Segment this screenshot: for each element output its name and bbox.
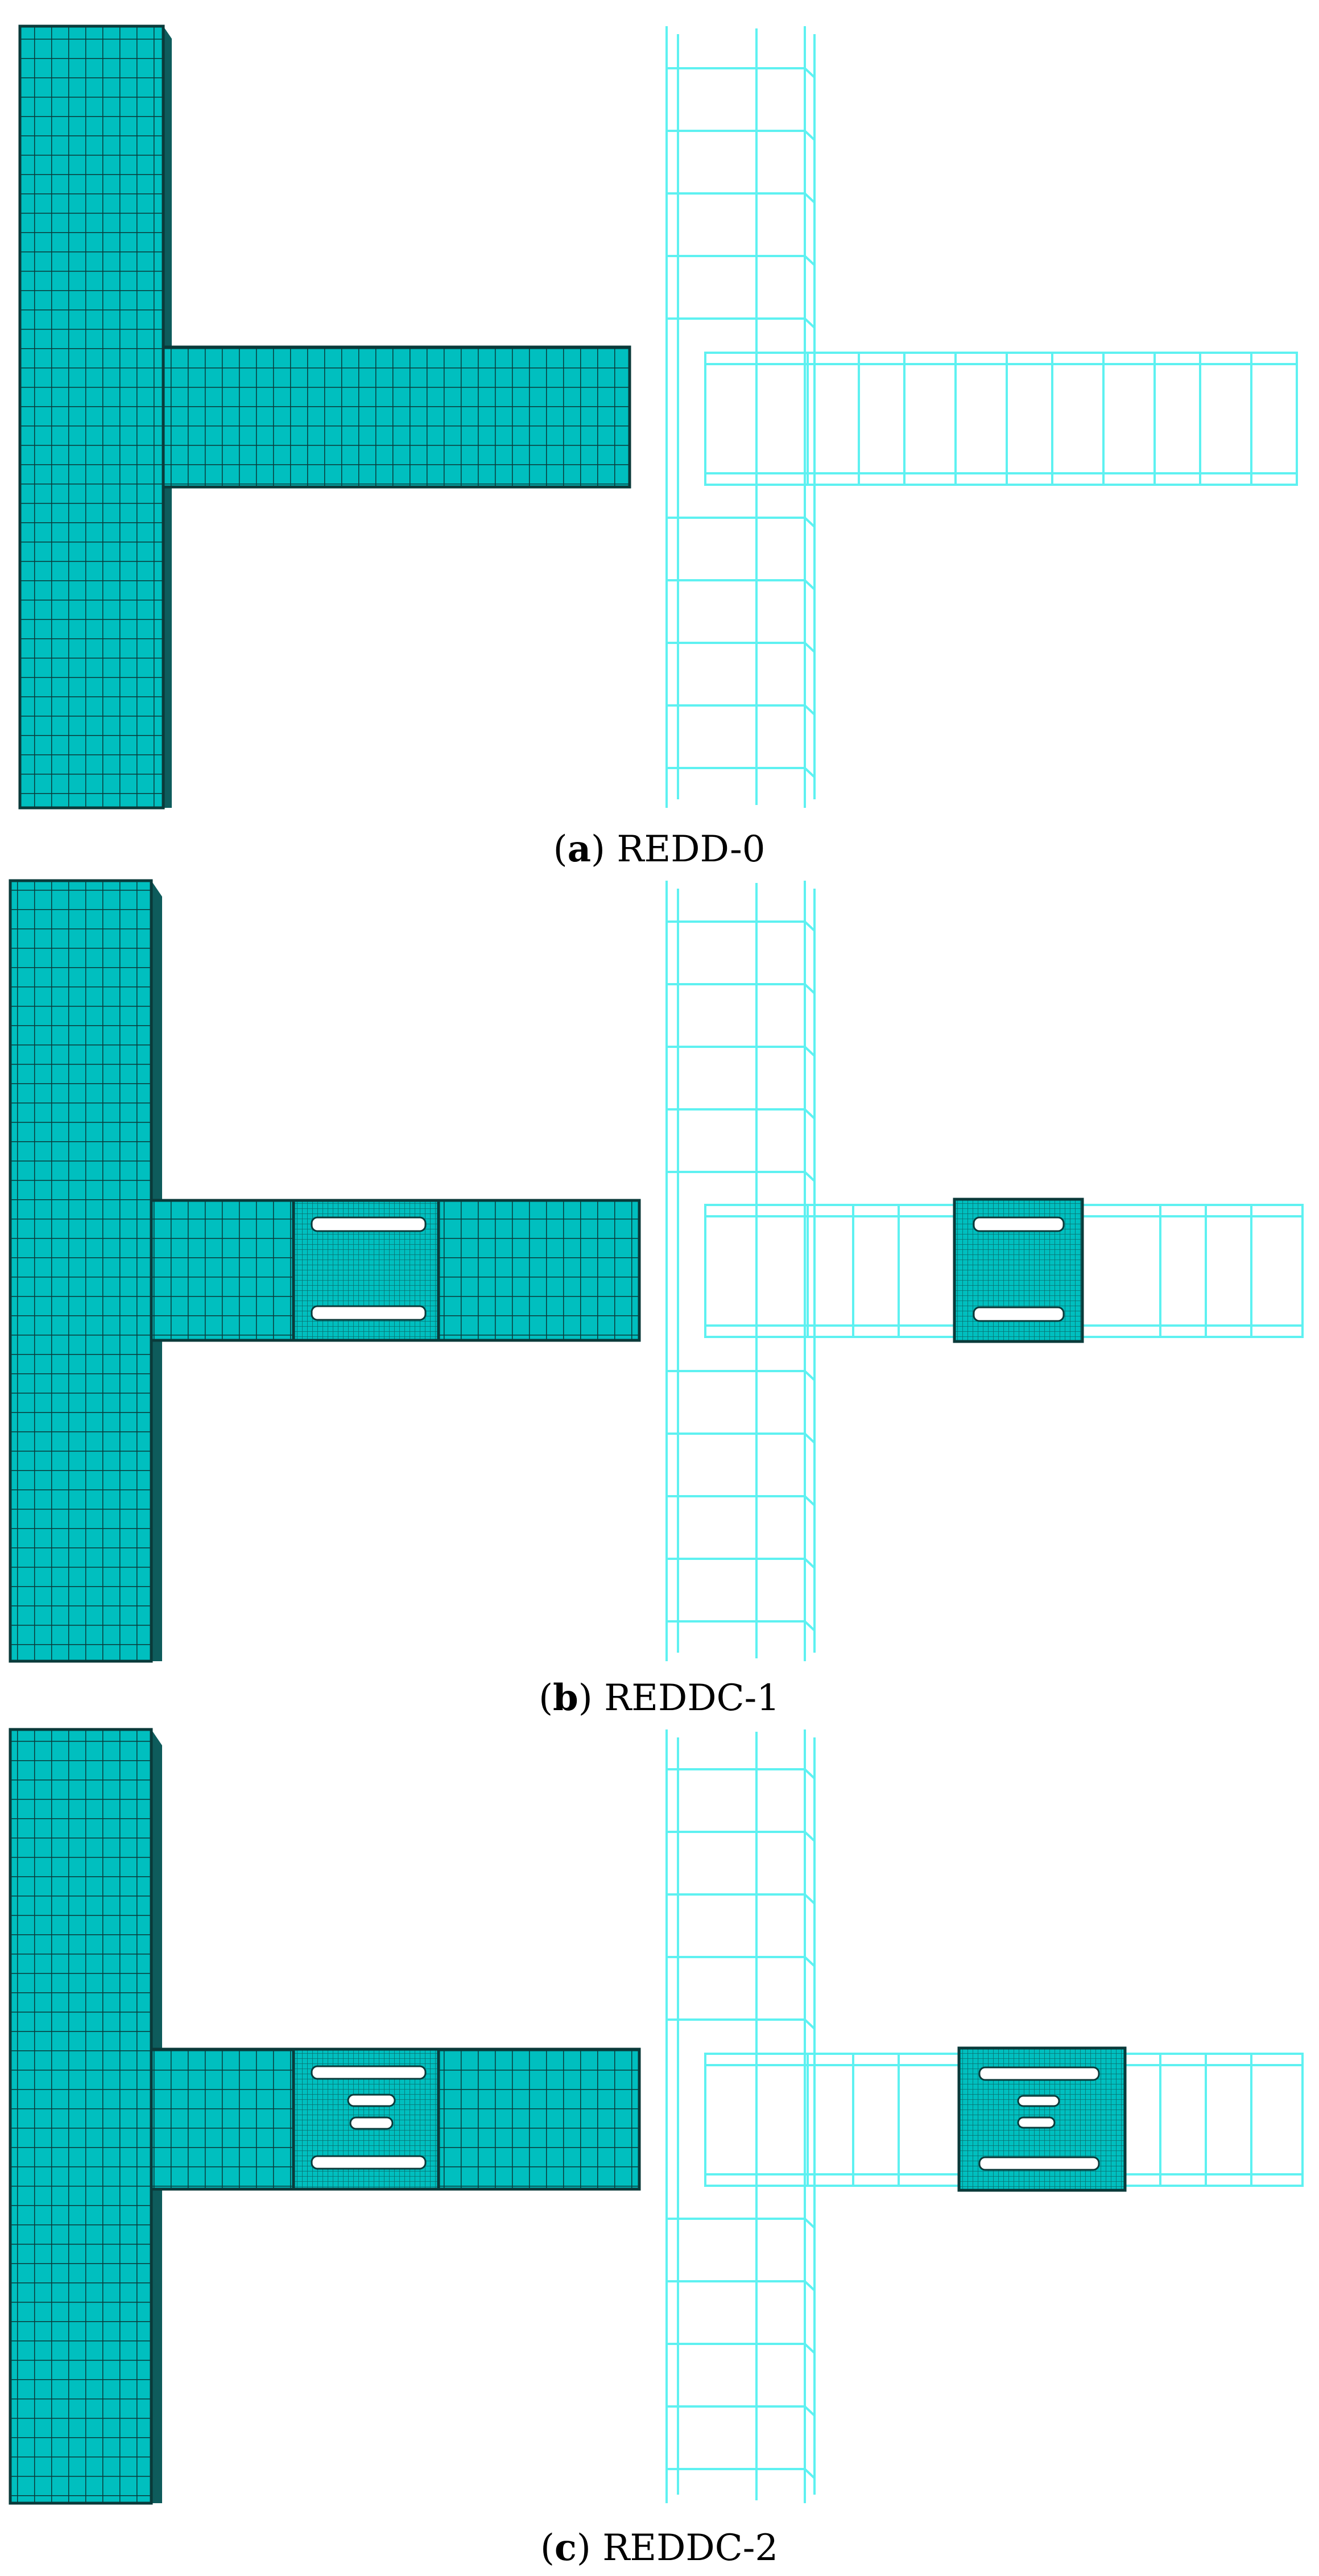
- damper-slot: [311, 2065, 427, 2080]
- damper-slot: [311, 2155, 427, 2170]
- panel-a: (a) REDD-0: [18, 24, 1298, 870]
- solid-mesh-model-c: [9, 1728, 641, 2505]
- damper-slot: [311, 1305, 427, 1321]
- damper-slot: [978, 2066, 1100, 2081]
- column-cage: [665, 26, 816, 808]
- damper-slot: [978, 2156, 1100, 2171]
- column-mesh: [9, 1728, 153, 2505]
- damper-slot: [347, 2094, 396, 2107]
- damper-slot: [1017, 2095, 1060, 2107]
- damper-c-cage-view: [957, 2046, 1127, 2192]
- damper-slot: [1017, 2116, 1056, 2129]
- caption-letter: c: [555, 2527, 577, 2569]
- caption-a: (a) REDD-0: [553, 828, 766, 870]
- damper-c: [292, 2047, 440, 2191]
- column-cage: [665, 881, 816, 1661]
- beam-mesh: [162, 345, 631, 489]
- column-mesh: [18, 24, 165, 810]
- caption-name: REDDC-2: [602, 2527, 778, 2569]
- panel-b: (b) REDDC-1: [9, 879, 1304, 1719]
- panel-c: (c) REDDC-2: [9, 1728, 1304, 2569]
- caption-b: (b) REDDC-1: [539, 1677, 780, 1719]
- damper-slot: [349, 2116, 394, 2130]
- caption-name: REDD-0: [617, 828, 765, 870]
- caption-name: REDDC-1: [604, 1677, 780, 1719]
- caption-letter: b: [553, 1677, 578, 1719]
- column-cage: [665, 1729, 816, 2503]
- solid-mesh-model-b: [9, 879, 641, 1663]
- damper-slot: [973, 1216, 1065, 1232]
- column-mesh: [9, 879, 153, 1663]
- caption-c: (c) REDDC-2: [540, 2527, 778, 2569]
- beam-cage: [704, 352, 1298, 486]
- damper-slot: [311, 1216, 427, 1232]
- reinforcement-cage-a: [665, 26, 1298, 808]
- damper-b: [292, 1199, 440, 1342]
- damper-slot: [973, 1306, 1065, 1322]
- damper-b-cage-view: [953, 1198, 1084, 1343]
- solid-mesh-model-a: [18, 24, 631, 810]
- caption-letter: a: [568, 828, 591, 870]
